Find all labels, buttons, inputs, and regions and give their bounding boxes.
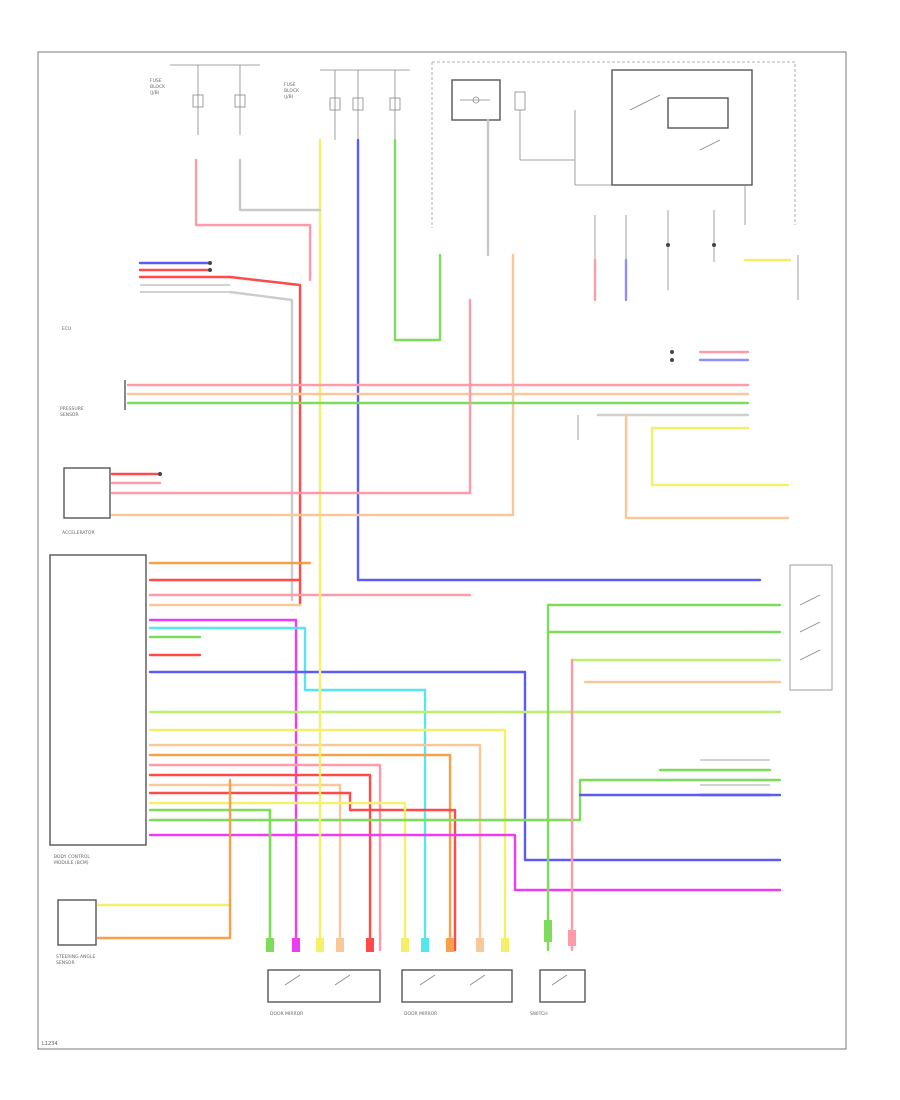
relay-right [611,69,753,225]
wire-cyan-1 [148,626,427,952]
wire-red-main [228,275,302,607]
fuse-block-center: FUSE BLOCK (J/B) [284,69,410,140]
wire-blue-1 [148,670,782,862]
wire-orange-1 [148,753,452,952]
pressure-sensor-bundle: PRESSURE SENSOR [60,350,790,520]
wire-green-top [393,138,442,342]
diagram-frame [37,51,847,1050]
relay-left [451,79,745,186]
wire-pink-top [194,158,312,282]
fuse-block-left: FUSE BLOCK (J/B) [150,64,260,135]
wire-red-4 [148,791,457,952]
svg-text:DOOR MIRROR: DOOR MIRROR [270,1011,303,1017]
wire-blue-top [356,138,762,582]
wire-grey-mid [228,290,294,602]
wire-grey-top [238,158,322,212]
wire-green-2 [148,808,272,952]
switch-group-right [546,564,833,952]
wire-red-3 [148,773,372,952]
main-ecu-connector: BODY CONTROL MODULE (BCM) [49,554,147,866]
svg-text:BLOCK: BLOCK [284,88,300,94]
svg-text:DOOR MIRROR: DOOR MIRROR [404,1011,437,1017]
connector-right-mid [658,759,772,797]
svg-text:(J/B): (J/B) [150,90,160,96]
svg-text:MODULE (BCM): MODULE (BCM) [54,860,89,866]
svg-text:FUSE: FUSE [284,82,296,88]
lower-left-sensor: STEERING ANGLE SENSOR [56,778,232,966]
svg-text:SWITCH: SWITCH [530,1011,548,1017]
diagram-code: L1234 [42,1041,58,1047]
svg-text:PRESSURE: PRESSURE [60,406,84,412]
wire-yellow-2 [148,801,407,952]
bottom-box-2: DOOR MIRROR [401,969,513,1017]
wire-magenta-1 [148,618,298,952]
bottom-box-1: DOOR MIRROR [267,969,381,1017]
svg-text:ECU: ECU [62,326,71,332]
wire-yellow-1 [148,728,507,952]
wire-magenta-2 [148,833,782,892]
wire-peach-2 [148,743,482,952]
svg-text:BODY CONTROL: BODY CONTROL [54,854,90,860]
wire-green-3 [148,778,782,822]
svg-text:SENSOR: SENSOR [60,412,79,418]
svg-text:FUSE: FUSE [150,78,162,84]
accel-sensor: ACCELERATOR [62,298,515,536]
connector-upper-left: ECU [62,261,232,332]
wire-peach-3 [148,783,342,952]
bottom-pins [266,920,576,952]
svg-text:SENSOR: SENSOR [56,960,75,966]
svg-text:(J/B): (J/B) [284,94,294,100]
svg-text:STEERING ANGLE: STEERING ANGLE [56,954,95,960]
svg-text:BLOCK: BLOCK [150,84,166,90]
svg-text:ACCELERATOR: ACCELERATOR [62,530,95,536]
top-right-connectors [594,210,799,300]
bottom-box-3: SWITCH [530,969,586,1017]
wire-pink-2 [148,763,382,952]
